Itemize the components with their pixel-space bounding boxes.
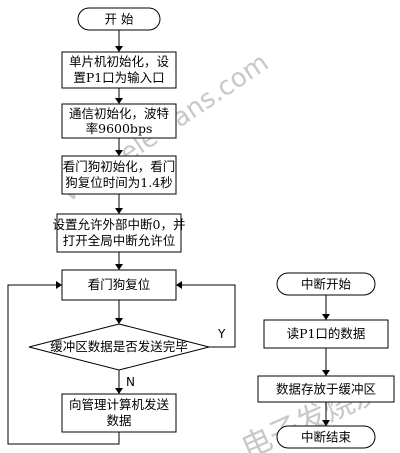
arrowhead (115, 150, 123, 156)
arrowhead (115, 264, 123, 270)
arrow-yes-loop (180, 284, 236, 348)
send-data-box (61, 393, 177, 433)
interrupt-start-label: 中断开始 (301, 277, 352, 292)
arrowhead (322, 314, 330, 320)
arrowhead (176, 281, 182, 289)
mcu-init-line-1: 单片机初始化，设 (69, 54, 170, 69)
arrowhead (115, 318, 123, 324)
interrupt-end-label: 中断结束 (301, 430, 352, 445)
arrowhead (115, 388, 123, 394)
arrowhead (115, 98, 123, 104)
arrowhead (322, 370, 330, 376)
arrow-send-loop (7, 284, 120, 445)
yes-label: Y (217, 327, 226, 341)
interrupt-end-terminal (276, 425, 376, 449)
decision-label: 缓冲区数据是否发送完毕 (50, 339, 188, 354)
arrowhead (322, 420, 330, 426)
watchdog-init-box (61, 155, 177, 195)
read-port-label: 读P1口的数据 (287, 326, 366, 341)
store-buffer-label: 数据存放于缓冲区 (276, 382, 376, 397)
arrowhead (56, 281, 62, 289)
comm-init-line-1: 通信初始化，波特 (69, 106, 169, 121)
watchdog-reset-label: 看门狗复位 (88, 277, 151, 292)
interrupt-setup-line-1: 设置允许外部中断0，并 (53, 217, 186, 232)
send-data-line-1: 向管理计算机发送 (69, 397, 170, 412)
comm-init-line-2: 率9600bps (86, 121, 153, 136)
mcu-init-box (61, 51, 177, 89)
arrowhead (115, 208, 123, 214)
send-data-line-2: 数据 (106, 413, 131, 428)
arrowhead (115, 46, 123, 52)
interrupt-setup-line-2: 打开全局中断允许位 (63, 233, 176, 248)
start-label: 开 始 (105, 12, 134, 27)
no-label: N (126, 375, 135, 389)
comm-init-box (61, 103, 177, 139)
watchdog-init-line-1: 看门狗初始化，看门 (63, 159, 176, 174)
interrupt-setup-box (56, 213, 182, 253)
watchdog-init-line-2: 狗复位时间为1.4秒 (65, 175, 172, 190)
read-port-box (263, 319, 389, 349)
mcu-init-line-2: 置P1口为输入口 (73, 70, 164, 85)
